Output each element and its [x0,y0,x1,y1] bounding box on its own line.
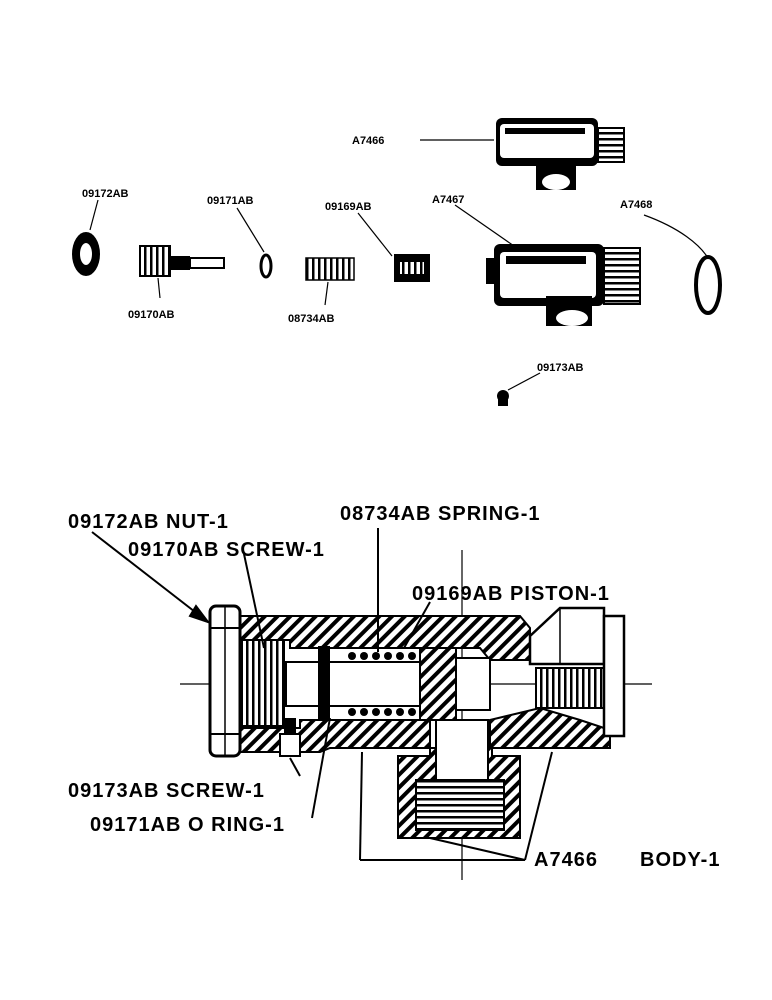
label-a7466-top: A7466 [352,135,384,147]
exploded-view: A7466 09172AB 09171AB 09169AB A7467 A746… [72,118,722,406]
label-a7467: A7467 [432,194,464,206]
section-view: 09172AB NUT-1 08734AB SPRING-1 09170AB S… [68,503,720,880]
part-08734ab-spring [305,257,355,281]
section-screw-09173ab [279,718,301,757]
label-a7468: A7468 [620,199,652,211]
callout-screw: 09170AB SCREW-1 [128,539,325,561]
label-09172ab: 09172AB [82,188,129,200]
section-right-fitting [528,606,626,738]
part-09170ab-screw [139,245,225,277]
section-nut [208,604,242,758]
callout-piston: 09169AB PISTON-1 [412,583,610,605]
part-a7467-body-large [486,244,641,326]
callout-body-name: BODY-1 [640,849,720,871]
callout-nut: 09172AB NUT-1 [68,511,229,533]
section-screw-thread [241,639,285,727]
section-spring [348,652,416,716]
label-09169ab: 09169AB [325,201,372,213]
callout-body-part: A7466 [534,849,598,871]
part-09169ab-piston [394,254,430,282]
body-lower-right-wall [489,706,611,749]
section-leader-lines [91,528,553,861]
section-piston [419,647,491,721]
label-09173ab: 09173AB [537,362,584,374]
callout-oring: 09171AB O RING-1 [90,814,285,836]
label-08734ab: 08734AB [288,313,335,325]
callout-screw-09173ab: 09173AB SCREW-1 [68,780,265,802]
part-09171ab-oring [259,253,273,279]
exploded-leader-lines [89,139,709,391]
part-09172ab-nut [72,232,100,276]
label-09171ab: 09171AB [207,195,254,207]
section-lower-port [397,719,521,839]
part-a7466-body-small [496,118,625,190]
callout-spring: 08734AB SPRING-1 [340,503,541,525]
section-oring-groove [318,646,330,720]
label-09170ab: 09170AB [128,309,175,321]
part-09173ab-screw [497,390,509,406]
part-a7468-oring [694,255,722,315]
